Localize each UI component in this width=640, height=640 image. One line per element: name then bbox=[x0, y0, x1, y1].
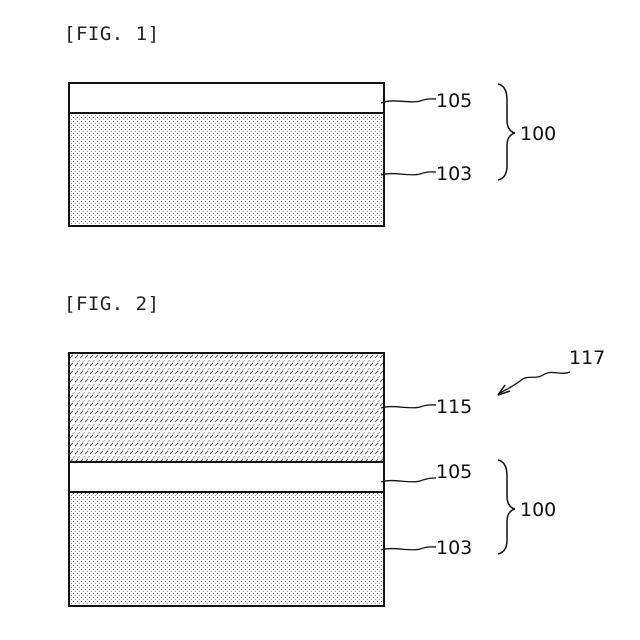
fig-2-arrowhead-117 bbox=[497, 384, 511, 396]
fig-1-title: [FIG. 1] bbox=[64, 23, 160, 45]
fig-2-layer-103 bbox=[68, 491, 385, 607]
fig-2-label-105: 105 bbox=[436, 461, 472, 483]
fig-2-leader-115 bbox=[380, 404, 437, 409]
fig-1-bracket-100 bbox=[497, 83, 516, 181]
fig-2-label-103: 103 bbox=[436, 537, 472, 559]
fig-2: 117 115 105 103 100 bbox=[68, 347, 605, 607]
fig-2-label-100: 100 bbox=[520, 499, 556, 521]
fig-1-label-103: 103 bbox=[436, 163, 472, 185]
fig-1-label-105: 105 bbox=[436, 90, 472, 112]
fig-2-leader-105 bbox=[380, 477, 437, 483]
fig-2-layer-105 bbox=[68, 461, 385, 493]
fig-2-label-117: 117 bbox=[569, 347, 605, 369]
fig-2-arrow-117 bbox=[499, 371, 571, 394]
fig-1: 105 103 100 bbox=[68, 82, 556, 227]
fig-1-label-100: 100 bbox=[520, 123, 556, 145]
fig-2-bracket-100 bbox=[497, 459, 516, 555]
fig-2-label-115: 115 bbox=[436, 396, 472, 418]
fig-2-leader-103 bbox=[380, 546, 437, 551]
fig-1-leader-103 bbox=[380, 171, 437, 176]
fig-2-title: [FIG. 2] bbox=[64, 293, 160, 315]
fig-1-leader-105 bbox=[380, 98, 437, 104]
fig-2-layer-115 bbox=[68, 352, 385, 463]
fig-1-layer-105 bbox=[68, 82, 385, 114]
fig-1-layer-103 bbox=[68, 112, 385, 227]
